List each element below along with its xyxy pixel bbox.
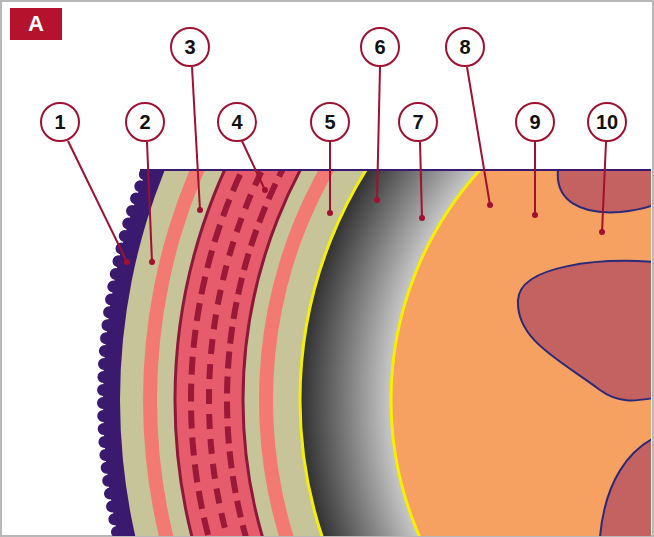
callout-number: 6 (360, 27, 400, 67)
panel-letter: A (28, 11, 44, 37)
callout-number: 5 (310, 102, 350, 142)
callout-number: 1 (40, 102, 80, 142)
callout-number: 4 (217, 102, 257, 142)
panel-letter-box: A (10, 8, 62, 40)
callout-number: 3 (170, 27, 210, 67)
callout-number: 2 (125, 102, 165, 142)
callout-number: 9 (515, 102, 555, 142)
callout-number: 7 (398, 102, 438, 142)
callout-number: 8 (445, 27, 485, 67)
callout-number: 10 (587, 102, 627, 142)
